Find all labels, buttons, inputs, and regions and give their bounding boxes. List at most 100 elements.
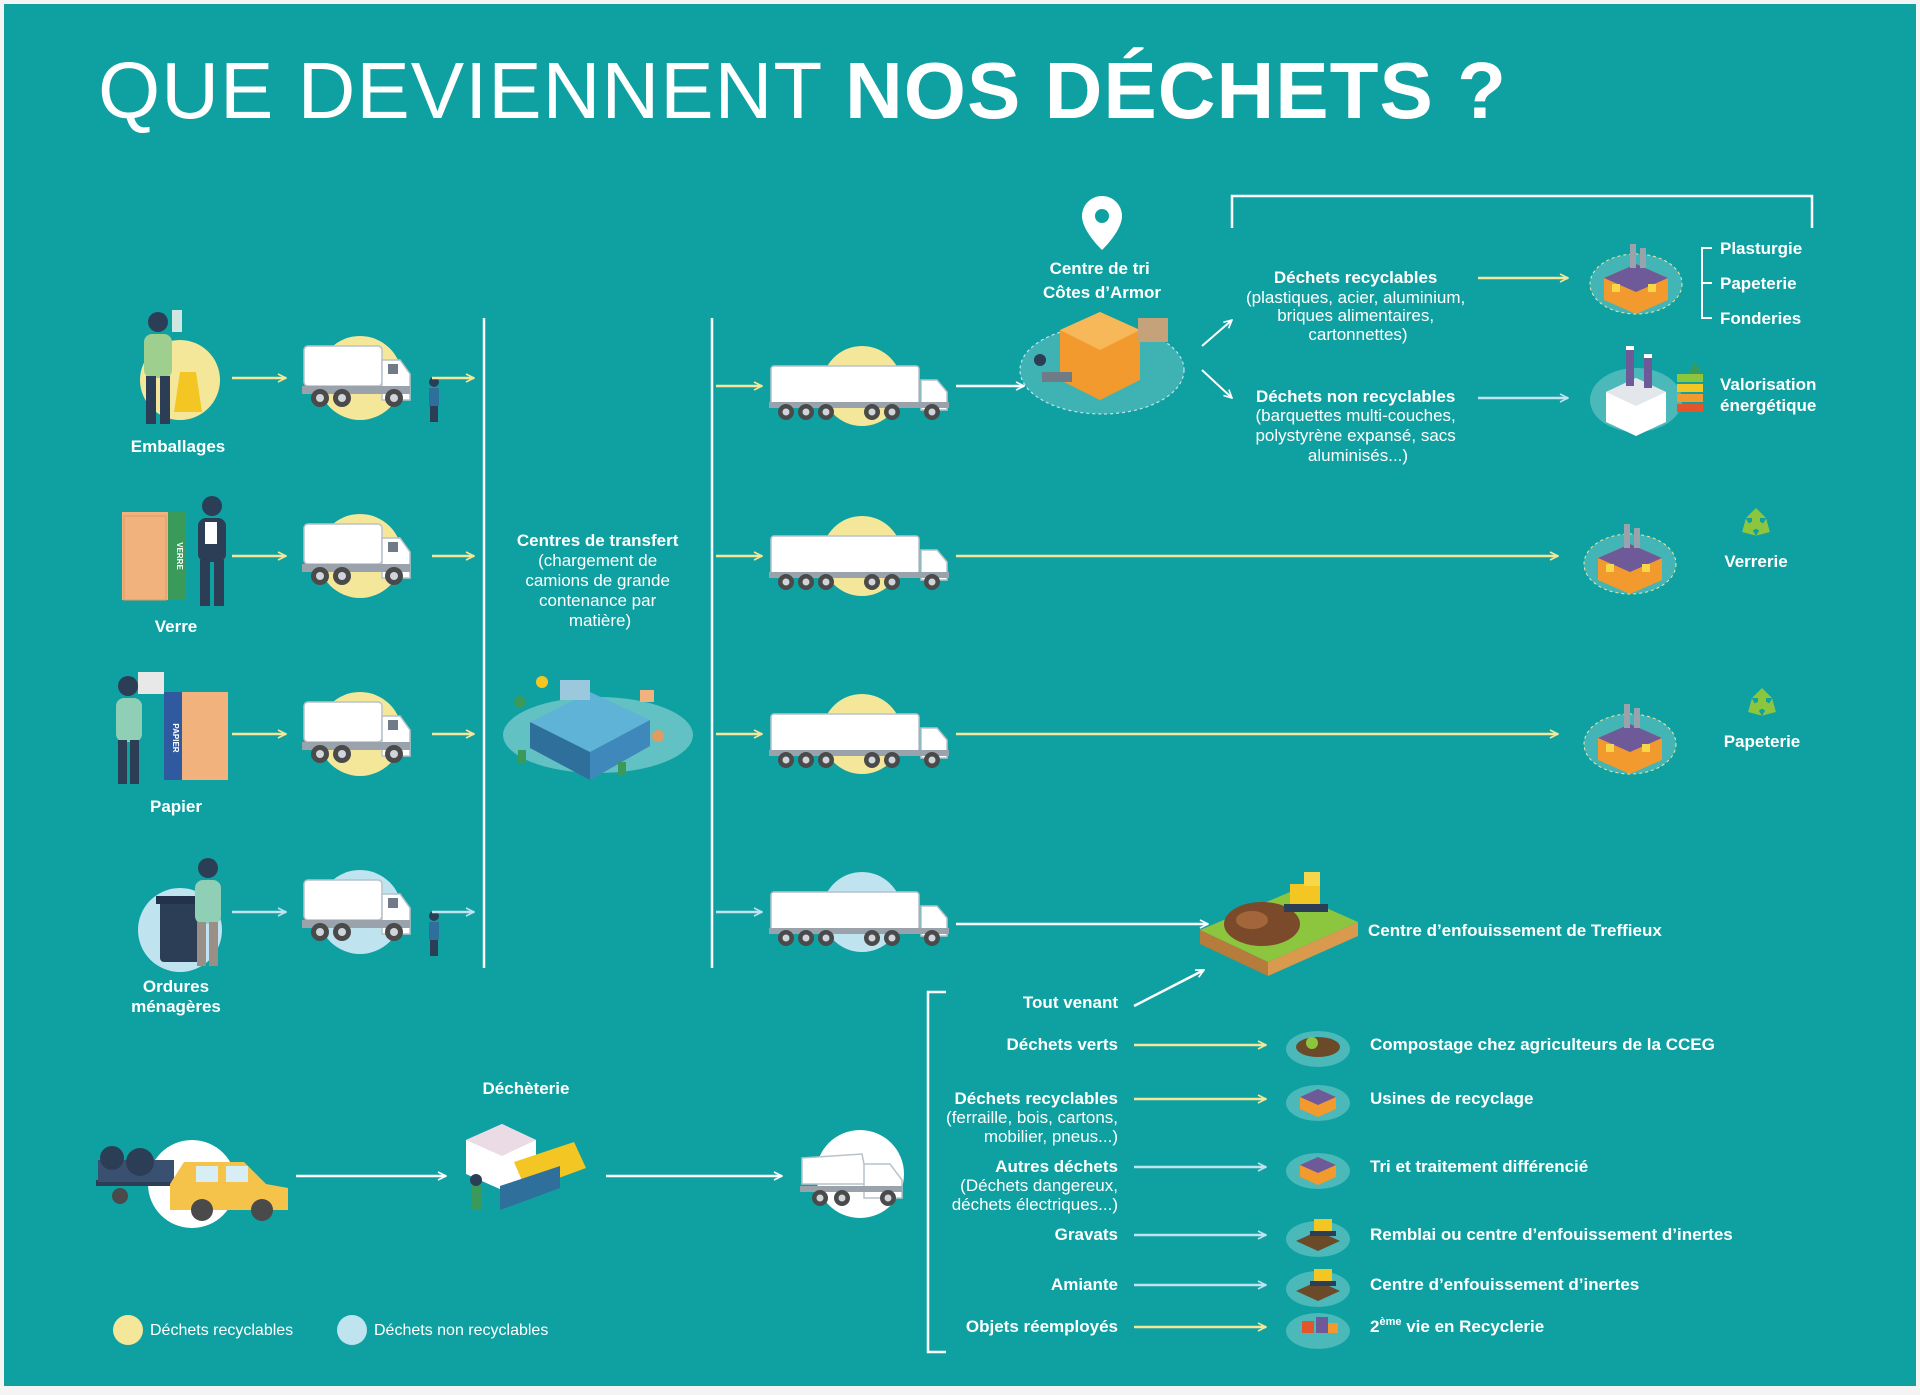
decheterie-label: Déchèterie bbox=[483, 1079, 570, 1098]
garbage-truck-icon bbox=[302, 523, 411, 585]
semi-truck-icon bbox=[769, 365, 949, 420]
page-title: QUE DEVIENNENT NOS DÉCHETS ? bbox=[98, 46, 1507, 135]
legend-swatch-non-recyclable bbox=[337, 1315, 367, 1345]
bin-papier bbox=[180, 692, 228, 780]
destination-icon bbox=[1286, 1313, 1350, 1349]
recycle-icon bbox=[1742, 508, 1770, 536]
output-row bbox=[716, 516, 1558, 596]
category-label: Tout venant bbox=[1023, 993, 1118, 1012]
arrow-tout-venant-landfill bbox=[1133, 968, 1204, 1008]
bin-verre-label: VERRE bbox=[175, 542, 184, 570]
category-row: Tout venant bbox=[1023, 993, 1118, 1012]
recycle-icon bbox=[1748, 688, 1776, 716]
semi-truck-icon bbox=[769, 891, 949, 946]
industries-label: Plasturgie Papeterie Fonderies bbox=[1720, 239, 1807, 328]
verrerie-label: Verrerie bbox=[1724, 552, 1787, 571]
garbage-truck-icon bbox=[302, 879, 411, 941]
output-rows bbox=[716, 346, 1558, 952]
category-destination: Tri et traitement différencié bbox=[1370, 1157, 1588, 1176]
legend-label-recyclable: Déchets recyclables bbox=[150, 1322, 293, 1339]
source-papier: PAPIER Papier bbox=[116, 672, 228, 816]
sorting-center-label: Centre de tri Côtes d’Armor bbox=[1043, 259, 1161, 302]
category-label: Objets réemployés bbox=[966, 1317, 1118, 1336]
arrow-tri-recyclable bbox=[1201, 320, 1232, 347]
semi-truck-icon bbox=[769, 535, 949, 590]
category-destination: Compostage chez agriculteurs de la CCEG bbox=[1370, 1035, 1715, 1054]
legend-label-non-recyclable: Déchets non recyclables bbox=[374, 1322, 548, 1339]
person-icon bbox=[195, 858, 221, 966]
recyclables-label: Déchets recyclables (plastiques, acier, … bbox=[1246, 268, 1470, 344]
destination-icon bbox=[1286, 1153, 1350, 1189]
energy-label-icon bbox=[1677, 362, 1703, 412]
bin-papier-label: PAPIER bbox=[171, 723, 180, 752]
person-icon bbox=[198, 496, 226, 606]
category-destination: Centre d’enfouissement d’inertes bbox=[1370, 1275, 1639, 1294]
papeterie-label: Papeterie bbox=[1724, 732, 1801, 751]
output-row bbox=[716, 694, 1558, 774]
category-label: Déchets recyclables(ferraille, bois, car… bbox=[946, 1089, 1118, 1146]
person-icon bbox=[144, 310, 182, 424]
source-label: Papier bbox=[150, 797, 202, 816]
person-icon bbox=[116, 672, 164, 784]
source-emballages: Emballages bbox=[131, 310, 226, 456]
decheterie-illustration bbox=[466, 1124, 586, 1210]
source-row bbox=[232, 870, 474, 956]
worker-icon bbox=[429, 377, 439, 422]
dechetterie-truck bbox=[800, 1130, 904, 1218]
source-rows bbox=[232, 336, 474, 956]
category-label: Autres déchets(Déchets dangereux,déchets… bbox=[952, 1157, 1118, 1214]
landfill-illustration bbox=[1200, 872, 1358, 976]
source-label: Verre bbox=[155, 617, 198, 636]
destination-icon bbox=[1286, 1085, 1350, 1121]
landfill-label: Centre d’enfouissement de Treffieux bbox=[1368, 921, 1662, 940]
category-destination: 2ème vie en Recyclerie bbox=[1370, 1316, 1544, 1336]
source-row bbox=[232, 336, 474, 422]
category-row: Objets réemployés 2ème vie en Recyclerie bbox=[966, 1313, 1544, 1349]
factory-icon-industries bbox=[1589, 244, 1683, 315]
output-row bbox=[716, 872, 1208, 952]
legend-swatch-recyclable bbox=[113, 1315, 143, 1345]
factory-icon-papeterie bbox=[1583, 704, 1677, 775]
garbage-bin-icon bbox=[160, 900, 200, 962]
category-destination: Usines de recyclage bbox=[1370, 1089, 1533, 1108]
transfer-center-label: Centres de transfert (chargement de cami… bbox=[517, 531, 683, 630]
destination-icon bbox=[1286, 1269, 1350, 1307]
category-label: Gravats bbox=[1055, 1225, 1118, 1244]
category-row: Déchets verts Compostage chez agriculteur… bbox=[1006, 1031, 1715, 1067]
bracket-categories bbox=[926, 990, 946, 1354]
category-label: Déchets verts bbox=[1006, 1035, 1118, 1054]
incinerator-icon bbox=[1590, 346, 1682, 436]
car-with-waste bbox=[96, 1140, 288, 1228]
source-verre: VERRE Verre bbox=[122, 496, 226, 636]
title-bold: NOS DÉCHETS ? bbox=[845, 46, 1507, 135]
category-destination: Remblai ou centre d’enfouissement d’iner… bbox=[1370, 1225, 1733, 1244]
destination-icon bbox=[1286, 1219, 1350, 1257]
bracket-industries bbox=[1701, 247, 1712, 319]
title-light: QUE DEVIENNENT bbox=[98, 46, 845, 135]
output-row bbox=[716, 346, 1024, 426]
category-row: Gravats Remblai ou centre d’enfouissement… bbox=[1055, 1219, 1733, 1257]
factory-icon-verrerie bbox=[1583, 524, 1677, 595]
sorting-center-illustration bbox=[1019, 312, 1185, 415]
bracket-top bbox=[1230, 194, 1814, 228]
transfer-center-illustration bbox=[503, 676, 693, 780]
location-pin-icon bbox=[1082, 196, 1122, 250]
arrow-tri-non-recyclable bbox=[1201, 369, 1232, 398]
category-row: Autres déchets(Déchets dangereux,déchets… bbox=[952, 1153, 1588, 1214]
bin-verre bbox=[122, 512, 168, 600]
category-label: Amiante bbox=[1051, 1275, 1118, 1294]
legend: Déchets recyclables Déchets non recyclab… bbox=[113, 1315, 548, 1345]
energy-recovery-label: Valorisation énergétique bbox=[1720, 375, 1821, 415]
category-row: Amiante Centre d’enfouissement d’inertes bbox=[1051, 1269, 1639, 1307]
non-recyclables-label: Déchets non recyclables (barquettes mult… bbox=[1255, 387, 1460, 465]
source-row bbox=[232, 514, 474, 598]
source-label: Emballages bbox=[131, 437, 226, 456]
worker-icon bbox=[429, 911, 439, 956]
semi-truck-icon bbox=[769, 713, 949, 768]
garbage-truck-icon bbox=[302, 345, 411, 407]
